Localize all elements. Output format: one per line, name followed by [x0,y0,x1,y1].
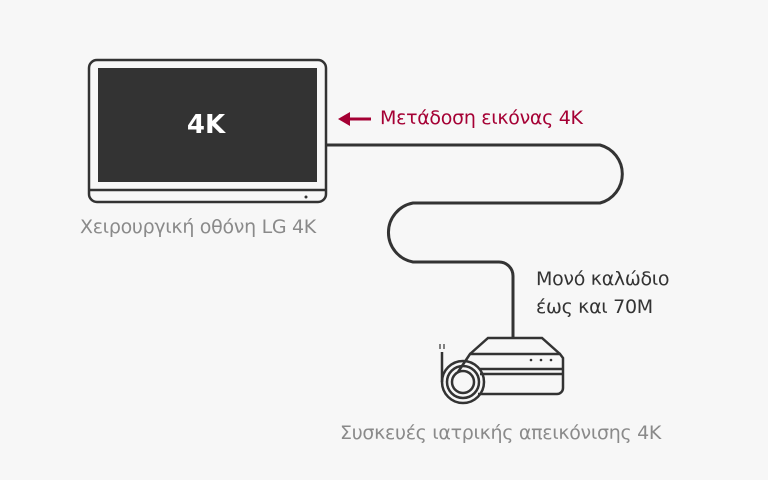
arrow-left-icon [338,112,371,126]
device-indicator-dots [529,358,553,362]
cable-line2: έως και 70M [536,296,653,318]
cable-line [326,143,624,337]
cable-line1: Μονό καλώδιο [536,268,670,290]
cable-description: Μονό καλώδιο έως και 70M [536,265,670,321]
monitor-caption: Χειρουργική οθόνη LG 4K [80,216,316,238]
monitor-icon [87,58,328,204]
device-caption: Συσκευές ιατρικής απεικόνισης 4K [340,422,662,444]
screen-resolution-label: 4K [186,110,226,140]
image-transfer-label: Μετάδοση εικόνας 4K [380,107,583,129]
imaging-device-icon [439,336,565,405]
